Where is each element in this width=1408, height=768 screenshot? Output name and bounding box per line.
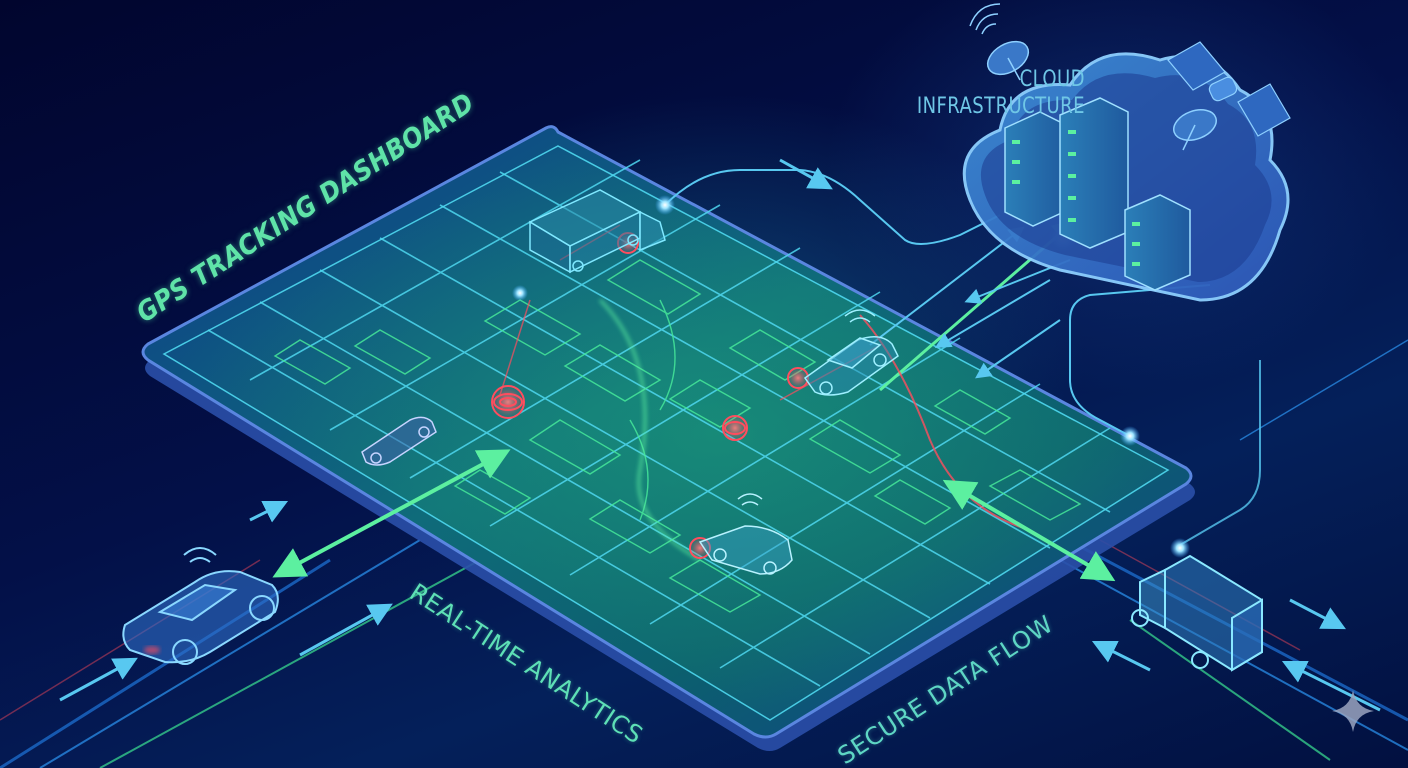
network-links [499,158,1261,546]
cloud-label-line1: CLOUD [1019,67,1085,92]
gps-map-tablet [141,125,1195,751]
sparkle-icon [1332,690,1374,732]
orbiting-satellite [1167,41,1291,137]
satellite-dish-right [1173,109,1217,151]
truck-road-right [1131,554,1263,672]
data-flow-arrows [59,449,1381,712]
cloud-label-line2: INFRASTRUCTURE [916,94,1085,119]
car-bottom-map [698,493,793,575]
car-right-map [803,309,899,396]
location-pings [491,232,809,559]
car-left-map [361,416,437,466]
truck-top-left-map [528,189,666,274]
satellite-dish-left [969,3,1030,81]
server-rack [1004,97,1191,291]
cloud-infrastructure-label: CLOUD INFRASTRUCTURE [917,66,1085,120]
car-road-left [122,547,279,665]
